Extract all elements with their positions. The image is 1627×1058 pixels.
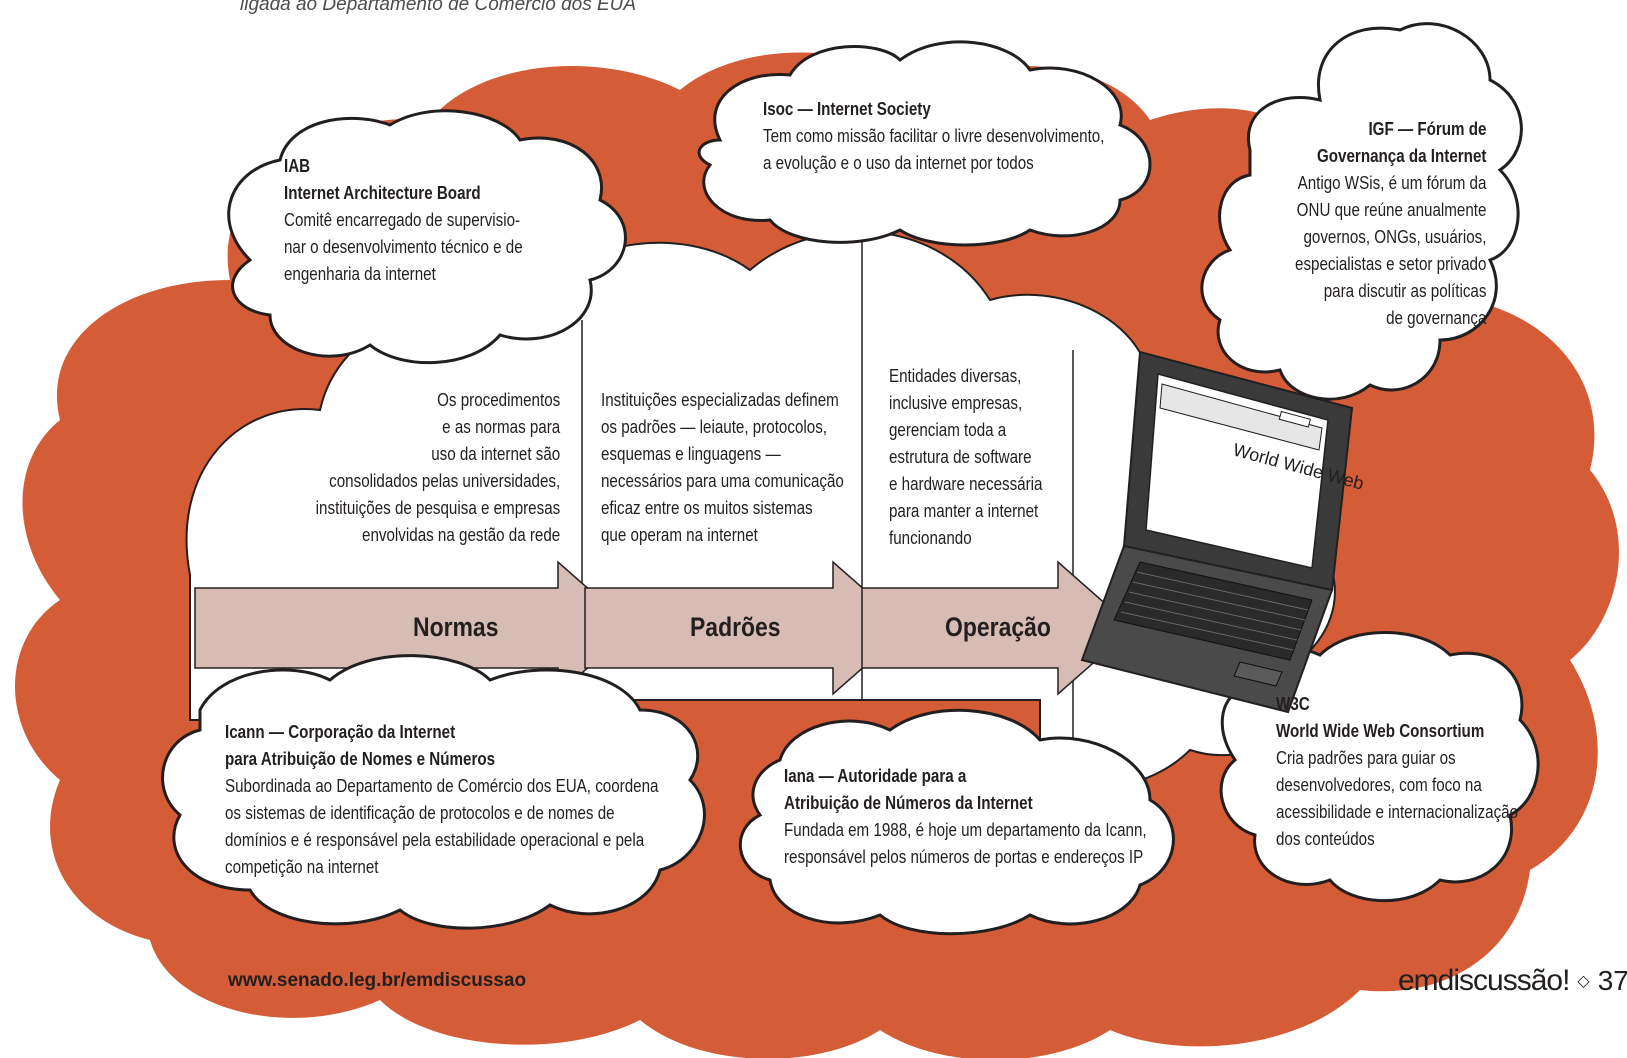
stage-label-normas: Normas bbox=[413, 612, 499, 642]
laptop-illustration bbox=[1080, 350, 1354, 714]
page-number: 37 bbox=[1597, 965, 1627, 996]
cloud-iab bbox=[227, 109, 627, 365]
cloud-isoc bbox=[697, 40, 1152, 247]
cloud-iana bbox=[738, 708, 1175, 936]
column-padroes-text: Instituições especializadas definem os p… bbox=[601, 389, 844, 545]
cloud-iab-text: IAB Internet Architecture Board Comitê e… bbox=[284, 155, 523, 284]
cloud-w3c-text: W3C World Wide Web Consortium Cria padrõ… bbox=[1276, 693, 1519, 849]
stage-label-operacao: Operação bbox=[945, 612, 1051, 642]
cloud-iana-text: Iana — Autoridade para a Atribuição de N… bbox=[784, 765, 1147, 867]
cloud-w3c bbox=[1219, 631, 1540, 903]
cloud-isoc-text: Isoc — Internet Society Tem como missão … bbox=[763, 98, 1105, 173]
cloud-icann-text: Icann — Corporação da Internet para Atri… bbox=[225, 721, 659, 877]
footer-page-marker: emdiscussão! ◇ 37 bbox=[1398, 964, 1627, 998]
column-operacao-text: Entidades diversas, inclusive empresas, … bbox=[889, 365, 1043, 548]
cloud-igf-text: IGF — Fórum de Governança da Internet An… bbox=[1294, 118, 1486, 328]
cloud-igf bbox=[1200, 22, 1523, 401]
process-arrows bbox=[194, 560, 1135, 696]
magazine-logo: emdiscussão! bbox=[1398, 964, 1570, 997]
stage-label-padroes: Padrões bbox=[690, 612, 781, 642]
column-normas-text: Os procedimentos e as normas para uso da… bbox=[315, 389, 560, 545]
cloud-icann bbox=[161, 654, 706, 930]
diamond-icon: ◇ bbox=[1577, 973, 1590, 990]
footer-site-url: www.senado.leg.br/emdiscussao bbox=[228, 970, 527, 991]
top-caption: ligada ao Departamento de Comércio dos E… bbox=[240, 0, 637, 15]
